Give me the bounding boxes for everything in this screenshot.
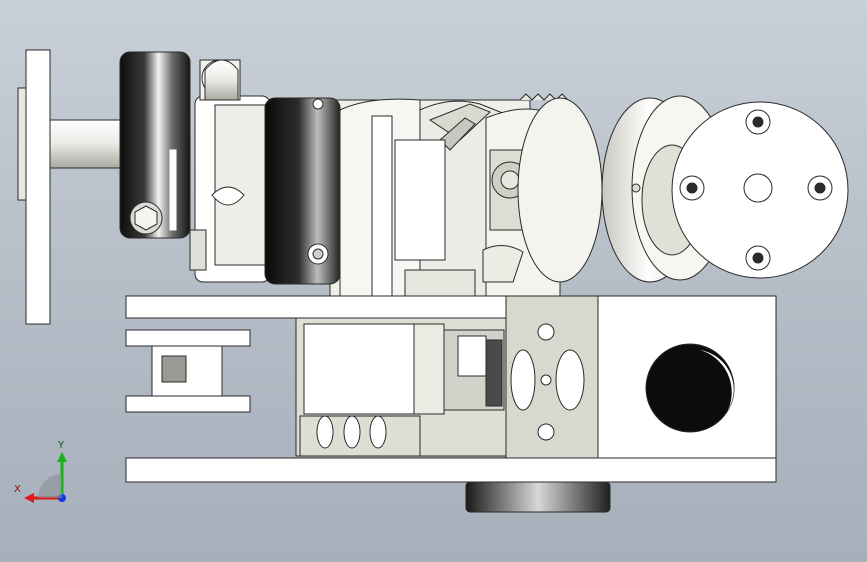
y-axis-label: Y [58,440,65,451]
bottom-roller[interactable] [465,481,611,513]
right-shaft-collar[interactable] [264,97,341,285]
base-frame[interactable] [125,295,777,483]
left-bracket[interactable] [125,329,251,413]
bearing-housing[interactable] [597,295,777,459]
spur-gear[interactable] [517,97,603,283]
output-disc[interactable] [601,95,849,283]
coordinate-triad: Y X [10,440,80,510]
left-flange[interactable] [17,49,51,325]
disc-hole-pattern [631,109,833,271]
left-shaft-collar[interactable] [119,51,191,239]
x-axis-label: X [14,484,21,495]
input-shaft[interactable] [49,119,131,169]
axis-arrows [24,452,67,503]
perforated-block[interactable] [505,295,599,459]
coupling-block[interactable] [189,59,271,283]
